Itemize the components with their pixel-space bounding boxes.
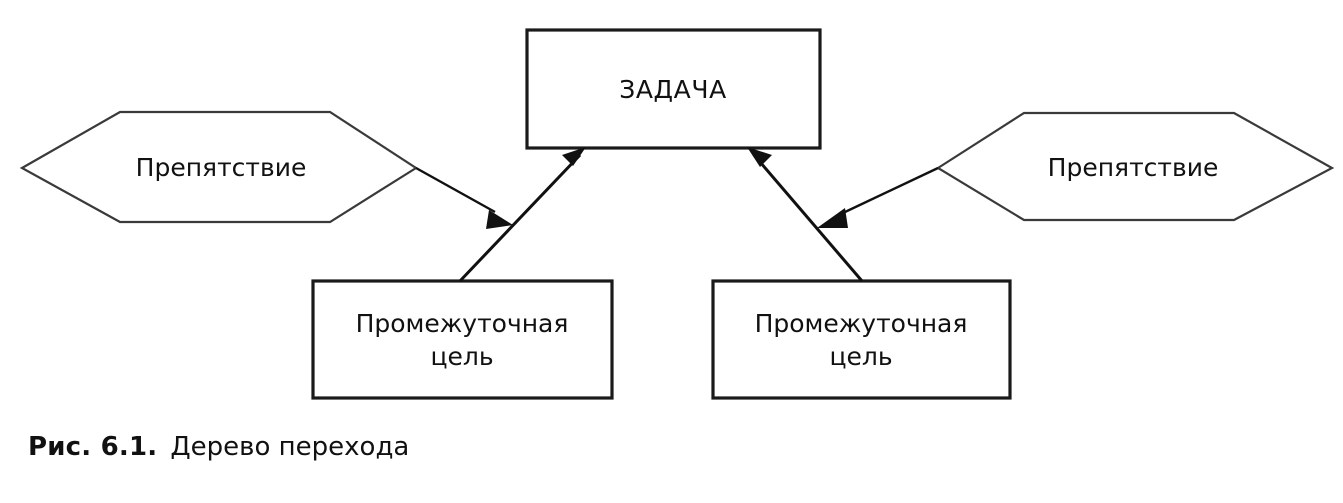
obstacle-left-label: Препятствие <box>136 153 307 182</box>
edge-obstacle-right-line <box>844 166 939 214</box>
edge-goal-right-to-task-arrowhead <box>747 147 772 167</box>
edge-goal-right-to-task <box>747 147 864 282</box>
edge-goal-left-to-task <box>458 147 586 283</box>
goal-right-box-shape <box>711 279 1012 400</box>
goal-left-label-line1: Промежуточная <box>356 309 569 338</box>
figure-caption: Рис. 6.1. Дерево перехода <box>28 432 1308 462</box>
figure-caption-number: Рис. 6.1. <box>28 432 158 462</box>
obstacle-right-label: Препятствие <box>1048 153 1219 182</box>
node-goal-right: Промежуточная цель <box>711 279 1012 400</box>
goal-right-label-line1: Промежуточная <box>755 309 968 338</box>
edge-obstacle-left-arrowhead <box>486 210 513 229</box>
node-obstacle-right: Препятствие <box>935 111 1335 222</box>
node-goal-left: Промежуточная цель <box>311 279 614 400</box>
edge-obstacle-left-to-edge <box>415 166 513 229</box>
edge-goal-left-to-task-arrowhead <box>562 147 586 166</box>
figure-caption-text: Дерево перехода <box>170 432 410 462</box>
obstacle-right-hexagon-shape <box>935 111 1335 222</box>
task-box-shape <box>525 28 822 150</box>
edge-goal-right-to-task-line <box>752 154 864 282</box>
goal-right-label-line2: цель <box>829 342 892 371</box>
goal-left-label-line2: цель <box>430 342 493 371</box>
task-label: ЗАДАЧА <box>619 75 727 104</box>
node-task: ЗАДАЧА <box>525 28 822 150</box>
edge-obstacle-right-arrowhead <box>817 208 848 228</box>
edge-obstacle-left-line <box>415 166 496 214</box>
goal-left-box-shape <box>311 279 614 400</box>
edge-goal-left-to-task-line <box>458 153 582 283</box>
node-obstacle-left: Препятствие <box>19 110 419 224</box>
edge-obstacle-right-to-edge <box>817 166 939 228</box>
